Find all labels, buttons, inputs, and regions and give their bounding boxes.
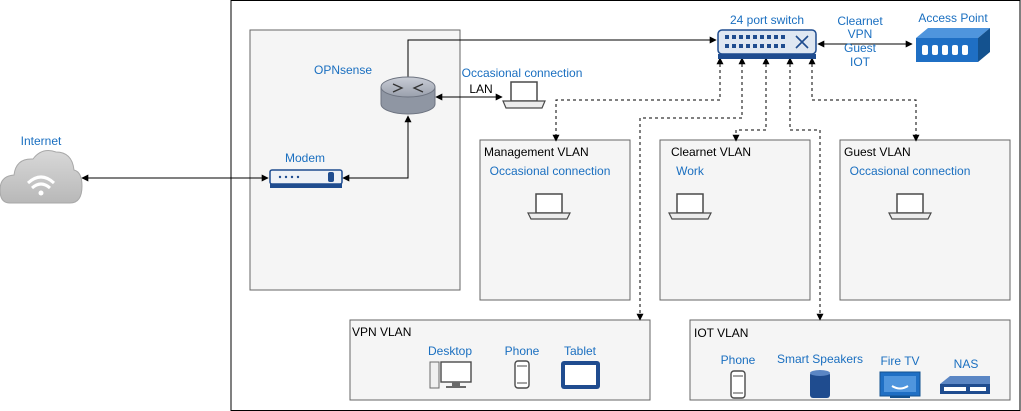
iot-device-phone: Phone: [721, 353, 756, 367]
laptop-icon: [502, 81, 546, 109]
modem-label: Modem: [285, 151, 325, 165]
switch-clearnet-link: [732, 57, 770, 142]
vpn-vlan-panel: [349, 319, 651, 401]
clearnet-vlan-title: Clearnet VLAN: [671, 145, 751, 159]
management-vlan-title: Management VLAN: [484, 145, 589, 159]
laptop-icon: [527, 193, 571, 220]
iot-device-fire-tv: Fire TV: [880, 354, 919, 368]
vpn-device-tablet: Tablet: [564, 344, 597, 358]
internet-label: Internet: [21, 134, 62, 148]
desktop-icon: [429, 361, 472, 389]
ap-network-clearnet: Clearnet: [837, 14, 883, 28]
vpn-device-desktop: Desktop: [428, 344, 472, 358]
iot-device-smart-speakers: Smart Speakers: [777, 352, 863, 366]
clearnet-device-label: Work: [676, 164, 705, 178]
tv-icon: [879, 371, 921, 398]
guest-vlan-panel: [839, 139, 1011, 301]
ap-network-vpn: VPN: [848, 27, 873, 41]
ap-network-iot: IOT: [850, 55, 871, 69]
tablet-icon: [561, 361, 600, 389]
switch-label: 24 port switch: [730, 13, 804, 27]
switch-guest-link: [808, 57, 920, 142]
nas-icon: [940, 376, 990, 394]
router-icon: [380, 76, 436, 115]
modem-router-link: [342, 115, 412, 182]
switch-icon: [717, 29, 817, 59]
opnsense-label: OPNsense: [314, 63, 372, 77]
phone-icon: [514, 360, 530, 389]
switch-iot-link: [786, 57, 824, 321]
cloud-icon: [0, 150, 83, 204]
access-point-label: Access Point: [918, 11, 988, 25]
management-device-label: Occasional connection: [490, 164, 611, 178]
vpn-vlan-title: VPN VLAN: [352, 325, 411, 339]
laptop-icon: [888, 193, 932, 220]
vpn-device-phone: Phone: [505, 344, 540, 358]
smart-speaker-icon: [810, 370, 830, 398]
iot-vlan-title: IOT VLAN: [694, 326, 748, 340]
guest-device-label: Occasional connection: [850, 164, 971, 178]
modem-icon: [269, 169, 343, 188]
phone-icon: [730, 370, 746, 399]
access-point-icon: [916, 28, 990, 62]
lan-occasional-label: Occasional connection: [462, 66, 583, 80]
ap-network-guest: Guest: [844, 41, 877, 55]
router-switch-link: [407, 36, 717, 80]
iot-device-nas: NAS: [954, 357, 979, 371]
laptop-icon: [668, 193, 712, 220]
lan-label: LAN: [469, 82, 492, 96]
guest-vlan-title: Guest VLAN: [844, 145, 911, 159]
